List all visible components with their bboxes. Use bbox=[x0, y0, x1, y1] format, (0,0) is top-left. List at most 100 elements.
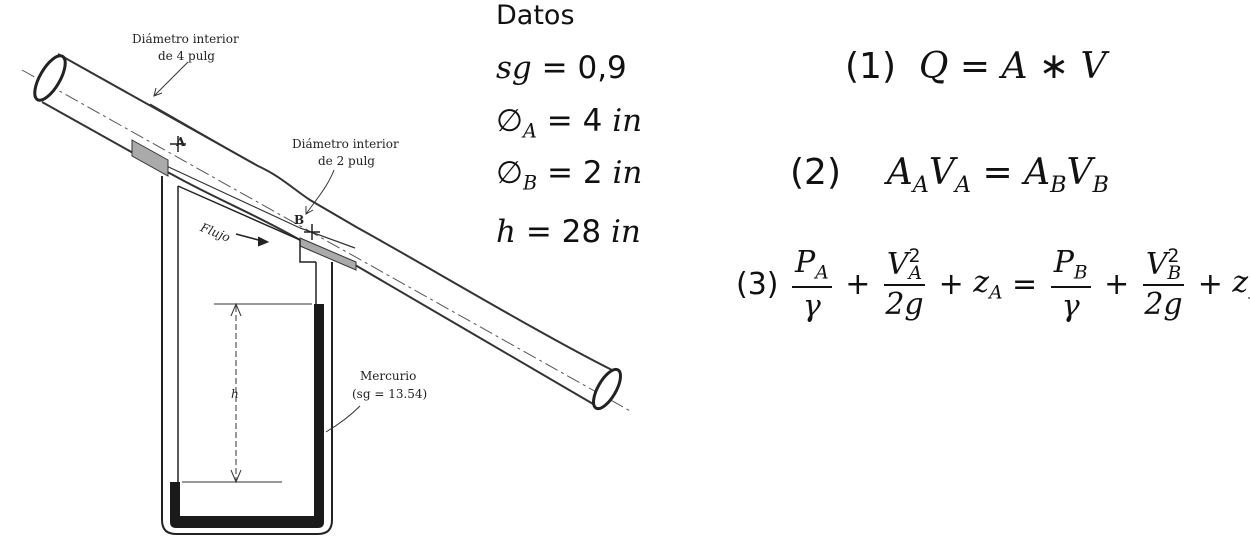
equals-sign: = bbox=[546, 103, 583, 139]
eq2-A-lhs-sub: A bbox=[912, 171, 929, 198]
d2-leader bbox=[305, 169, 335, 215]
eq2-V-rhs: V bbox=[1066, 152, 1093, 193]
eq3-V: V bbox=[886, 246, 909, 282]
h-label: h bbox=[231, 387, 239, 401]
point-a-marker bbox=[170, 136, 186, 152]
pipe-inlet-end bbox=[33, 54, 67, 102]
datos-phi-b: ∅B = 2 in bbox=[496, 155, 642, 195]
unit-in: in bbox=[612, 103, 643, 139]
eq1-equals: = bbox=[959, 46, 1002, 87]
eq3-V-sub: B bbox=[1167, 262, 1182, 284]
eq3-V-sup: 2 bbox=[908, 245, 921, 267]
eq3-z: z bbox=[1232, 265, 1249, 301]
eq3-pa-over-gamma: PA γ bbox=[792, 246, 832, 323]
unit-in: in bbox=[610, 214, 641, 250]
eq3-equals: = bbox=[1012, 266, 1038, 302]
mercury-label-line1: Mercurio bbox=[360, 369, 416, 383]
eq2-A-rhs-sub: B bbox=[1050, 171, 1067, 198]
eq3-z-sub: B bbox=[1248, 283, 1250, 304]
eq2-A-lhs: A bbox=[886, 152, 913, 193]
d4-label-line1: Diámetro interior bbox=[132, 32, 239, 46]
mercury-label-line2: (sg = 13.54) bbox=[352, 387, 427, 401]
pipe-inner-upper bbox=[149, 103, 259, 167]
eq3-plus: + bbox=[938, 266, 964, 302]
flow-label: Flujo bbox=[197, 220, 232, 245]
d4-leader-arrow bbox=[153, 87, 163, 97]
flow-arrowhead bbox=[257, 236, 270, 247]
manometer-inner bbox=[177, 186, 317, 521]
eq3-P-sub: B bbox=[1073, 262, 1088, 284]
manometer-left-leg bbox=[177, 185, 316, 263]
eq3-pb-over-gamma: PB γ bbox=[1050, 245, 1091, 324]
datos-sg: sg = 0,9 bbox=[496, 50, 627, 86]
eq3-P-sub: A bbox=[815, 262, 829, 284]
eq1-A: A bbox=[1001, 46, 1028, 87]
equals-sign: = bbox=[547, 155, 583, 191]
venturi-manometer-diagram: Diámetro interior de 4 pulg Diámetro int… bbox=[21, 32, 633, 535]
h-value: 28 bbox=[561, 214, 602, 250]
eq3-V-sub: A bbox=[908, 262, 923, 284]
eq3-z-sub: A bbox=[989, 282, 1003, 304]
eq3-plus: + bbox=[1104, 266, 1130, 302]
eq2-V-rhs-sub: B bbox=[1092, 171, 1109, 198]
phi-b-sub: B bbox=[523, 171, 538, 195]
d4-leader bbox=[153, 61, 189, 97]
pipe-outlet-end bbox=[592, 367, 622, 411]
equals-sign: = bbox=[541, 50, 578, 86]
eq3-gamma: γ bbox=[802, 288, 821, 324]
d2-label-line2: de 2 pulg bbox=[318, 154, 375, 168]
phi-a-value: 4 bbox=[582, 103, 603, 139]
d2-leader-arrow bbox=[305, 206, 314, 215]
eq1-times: ∗ bbox=[1038, 46, 1081, 87]
eq3-P: P bbox=[1053, 245, 1074, 280]
eq2-V-lhs: V bbox=[928, 152, 955, 193]
h-arrow-top bbox=[230, 302, 242, 317]
mercury-leader bbox=[325, 405, 361, 433]
manometer-outer bbox=[161, 176, 333, 535]
phi-symbol: ∅ bbox=[496, 103, 524, 139]
equation-1: (1) Q = A ∗ V bbox=[845, 46, 1107, 87]
pipe-centerline bbox=[21, 69, 633, 413]
h-symbol: h bbox=[496, 214, 516, 250]
phi-b-value: 2 bbox=[582, 155, 603, 191]
eq3-V-sup: 2 bbox=[1167, 245, 1180, 267]
eq3-V: V bbox=[1145, 246, 1168, 282]
unit-in: in bbox=[612, 155, 643, 191]
sg-symbol: sg bbox=[496, 50, 532, 86]
eq2-V-lhs-sub: A bbox=[954, 171, 972, 198]
eq1-V: V bbox=[1080, 46, 1107, 87]
datos-h: h = 28 in bbox=[496, 214, 641, 250]
eq3-gamma: γ bbox=[1061, 288, 1080, 324]
eq2-number: (2) bbox=[790, 152, 841, 193]
eq2-A-rhs: A bbox=[1024, 152, 1051, 193]
phi-a-sub: A bbox=[523, 119, 537, 143]
point-a-label: A bbox=[175, 135, 186, 149]
phi-symbol: ∅ bbox=[496, 155, 524, 191]
datos-title: Datos bbox=[496, 0, 575, 31]
equation-2: (2) AAVA = ABVB bbox=[790, 152, 1109, 198]
mercury-column bbox=[170, 304, 324, 528]
eq3-number: (3) bbox=[736, 266, 779, 302]
pipe-hatch-a bbox=[131, 139, 169, 177]
datos-phi-a: ∅A = 4 in bbox=[496, 103, 642, 143]
eq2-equals: = bbox=[982, 152, 1025, 193]
sg-value: 0,9 bbox=[577, 50, 627, 86]
pipe-hatch-b bbox=[299, 237, 357, 271]
point-b-label: B bbox=[294, 213, 304, 227]
pipe-upper-wall bbox=[57, 53, 613, 371]
h-arrow-bottom bbox=[230, 469, 242, 484]
point-b-marker bbox=[304, 224, 320, 240]
d4-label-line2: de 4 pulg bbox=[158, 49, 215, 63]
equals-sign: = bbox=[525, 214, 562, 250]
eq3-2g: 2g bbox=[885, 287, 924, 323]
eq3-2g: 2g bbox=[1144, 287, 1183, 323]
eq3-plus: + bbox=[845, 266, 871, 302]
eq3-plus: + bbox=[1197, 266, 1223, 302]
eq3-z: z bbox=[973, 265, 990, 301]
d2-label-line1: Diámetro interior bbox=[292, 137, 399, 151]
eq3-P: P bbox=[795, 245, 816, 280]
eq1-Q: Q bbox=[918, 46, 949, 87]
